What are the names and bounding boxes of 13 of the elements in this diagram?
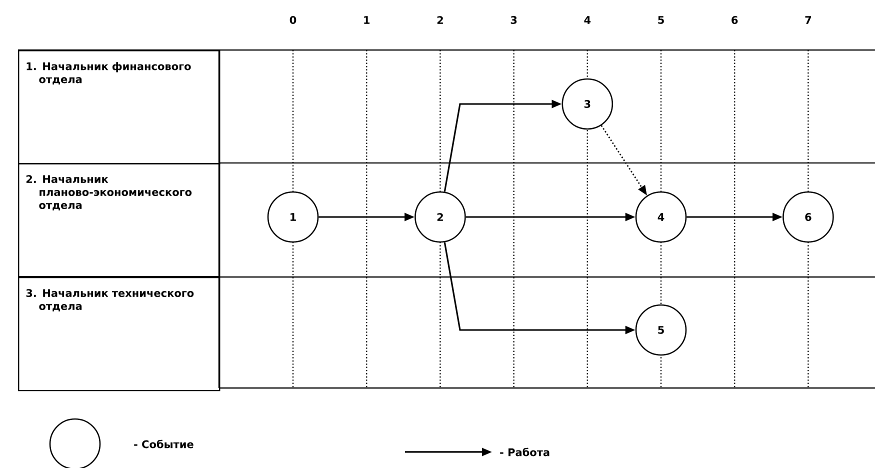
row-label-cell: 2. Начальник планово-экономического отдела (18, 163, 220, 278)
row-label-cell: 1. Начальник финансового отдела (18, 50, 220, 164)
column-number: 0 (290, 16, 296, 24)
column-number: 3 (510, 16, 517, 24)
column-number: 1 (364, 16, 370, 24)
row-label-cell: 3. Начальник технического отдела (18, 276, 220, 392)
column-number: 7 (805, 16, 811, 24)
column-number: 5 (658, 16, 664, 24)
column-number: 4 (584, 16, 591, 24)
column-number: 6 (732, 16, 738, 24)
legend-text: - Событие (134, 440, 194, 448)
column-number: 2 (437, 16, 443, 24)
legend-text: - Работа (500, 448, 550, 456)
